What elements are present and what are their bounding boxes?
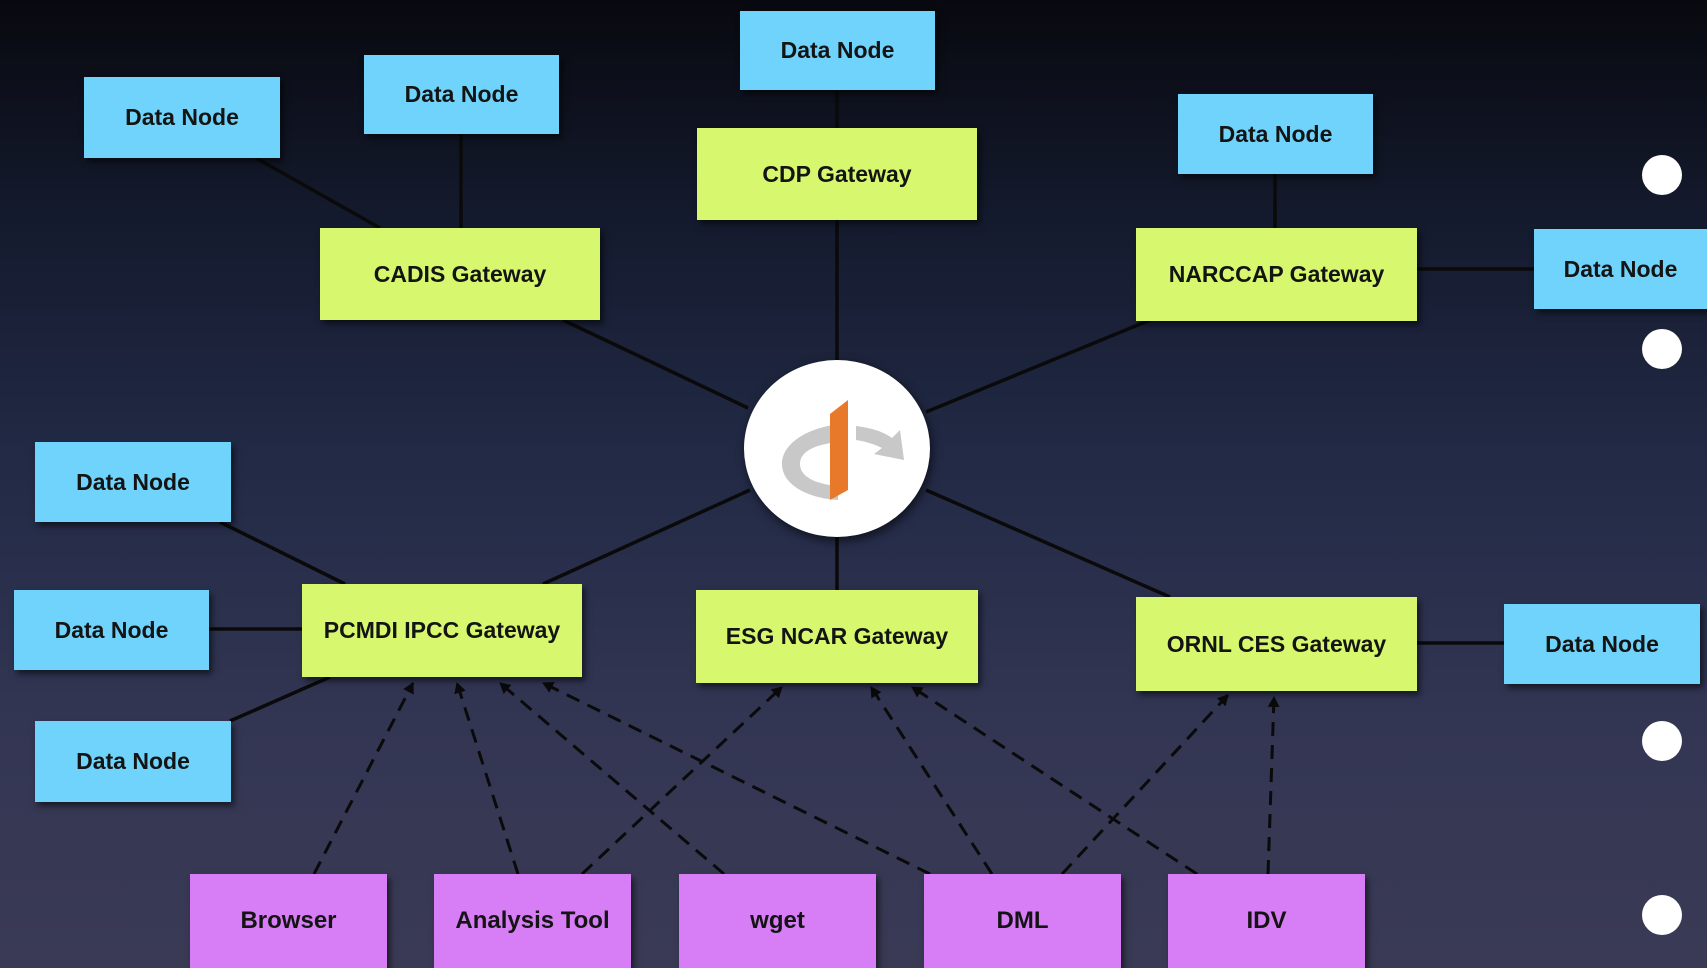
line-hub-cadis: [562, 318, 749, 410]
data-node-left-2: Data Node: [14, 590, 209, 670]
data-node-top-mid-left: Data Node: [364, 55, 559, 134]
arrow-idv-esg: [911, 685, 1198, 876]
data-node-top-center: Data Node: [740, 11, 935, 90]
line-hub-ornl: [925, 488, 1171, 599]
gateway-cdp: CDP Gateway: [697, 128, 977, 220]
arrow-dml-esg: [869, 686, 994, 875]
gateway-esg-ncar: ESG NCAR Gateway: [696, 590, 978, 683]
client-idv: IDV: [1168, 874, 1365, 968]
arrow-wget-pcmdi: [499, 681, 725, 876]
bullet-dot: [1642, 721, 1682, 761]
openid-logo-icon: [782, 400, 904, 500]
data-node-right-upper: Data Node: [1534, 229, 1707, 309]
gateway-cadis: CADIS Gateway: [320, 228, 600, 320]
gateway-pcmdi-ipcc: PCMDI IPCC Gateway: [302, 584, 582, 677]
bullet-dot: [1642, 155, 1682, 195]
arrow-browser-pcmdi: [312, 682, 415, 875]
bullet-dot: [1642, 329, 1682, 369]
data-node-top-right: Data Node: [1178, 94, 1373, 174]
client-dml: DML: [924, 874, 1121, 968]
data-node-left-1: Data Node: [35, 442, 231, 522]
line-dn-left-3-pcmdi: [229, 675, 331, 723]
data-node-left-3: Data Node: [35, 721, 231, 802]
arrow-analysis-esg: [580, 685, 784, 876]
gateway-ornl-ces: ORNL CES Gateway: [1136, 597, 1417, 691]
arrow-analysis-pcmdi: [454, 682, 520, 875]
data-node-top-left: Data Node: [84, 77, 280, 158]
arrow-dml-ornl: [1060, 693, 1230, 876]
bullet-dot: [1642, 895, 1682, 935]
client-analysis-tool: Analysis Tool: [434, 874, 631, 968]
arrow-dml-pcmdi: [542, 681, 931, 876]
line-hub-narccap: [925, 318, 1151, 414]
line-dn-top-left-cadis: [255, 156, 381, 230]
data-node-right-lower: Data Node: [1504, 604, 1700, 684]
client-browser: Browser: [190, 874, 387, 968]
line-hub-pcmdi: [542, 488, 751, 586]
gateway-narccap: NARCCAP Gateway: [1136, 228, 1417, 321]
client-wget: wget: [679, 874, 876, 968]
line-dn-left-1-pcmdi: [219, 520, 346, 586]
arrow-idv-ornl: [1266, 696, 1280, 875]
hub-circle: [744, 360, 930, 537]
